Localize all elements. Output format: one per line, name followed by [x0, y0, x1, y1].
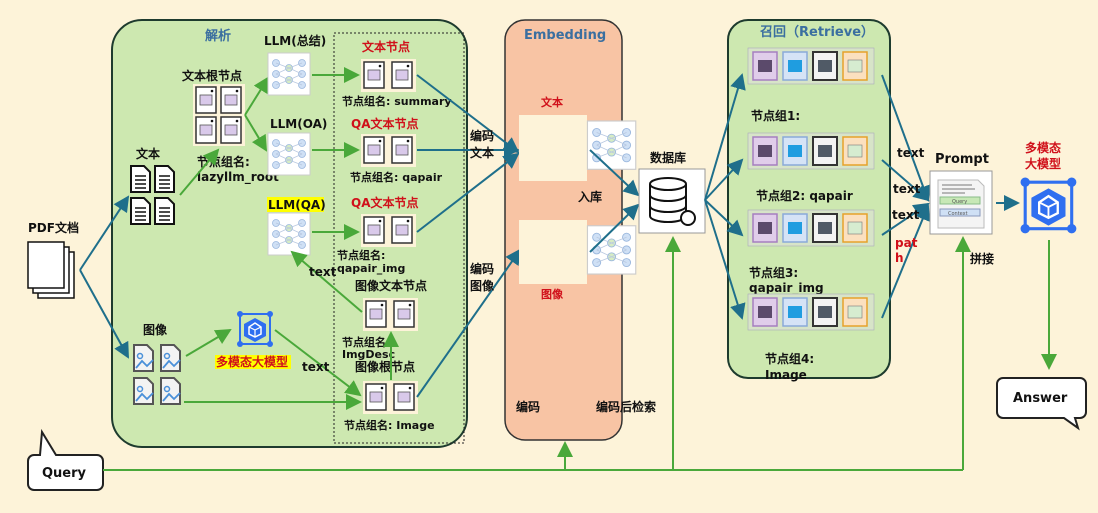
llm-summary-label: LLM(总结): [264, 33, 326, 48]
query-box[interactable]: [27, 428, 104, 491]
edge-g1-prompt: [881, 74, 931, 202]
qa-img-node-icon: [361, 214, 416, 247]
root-group-name: lazyllm_root: [197, 170, 279, 185]
llm-summary-icon: [267, 52, 311, 96]
store-label: 入库: [578, 189, 602, 204]
retrieve-group-4-sub: Image: [765, 368, 807, 382]
retrieve-group-2-label: 节点组2: qapair: [756, 188, 853, 203]
edge-t1-label: text: [897, 146, 925, 160]
edge-path-label-1: pat: [895, 236, 918, 250]
encode-label: 编码: [515, 399, 540, 414]
edge-g4-prompt: [881, 204, 931, 319]
edge-root-summary: [244, 76, 270, 116]
edge-root-qa: [244, 114, 268, 152]
edge-text-root: [179, 148, 220, 196]
retrieve-group-2-nodes: [747, 132, 875, 170]
qa-img-group-label: 节点组名:: [337, 248, 385, 262]
edge-mm-imgroot: [274, 329, 362, 397]
database-icon: [638, 168, 706, 234]
qa-img-node-title: QA文本节点: [351, 195, 419, 210]
edge-text-label-2: text: [302, 360, 330, 374]
pdf-label: PDF文档: [28, 220, 79, 235]
prompt-title: Prompt: [935, 152, 989, 167]
edge-summary-emb: [416, 74, 520, 154]
retrieve-group-4-label: 节点组4:: [765, 351, 814, 366]
emb-text-nn-icon: [586, 120, 637, 170]
retrieve-group-1-nodes: [747, 47, 875, 85]
img-text-node-title: 图像文本节点: [355, 278, 427, 293]
parse-title: 解析: [204, 28, 231, 44]
encode-text-2: 文本: [470, 145, 494, 160]
edge-db-g1: [704, 73, 746, 201]
qa-node-title: QA文本节点: [351, 116, 419, 131]
edge-t2-label: text: [893, 182, 921, 196]
img-text-group-name: ImgDesc: [342, 348, 395, 361]
edge-pdf-text: [79, 195, 130, 271]
retrieve-group-1-label: 节点组1:: [751, 108, 800, 123]
edge-db-g3: [704, 199, 744, 237]
edge-embtext-db: [589, 149, 640, 197]
summary-group: 节点组名: summary: [342, 94, 452, 108]
text-root-node-icon: [193, 84, 245, 146]
edge-path-label-2: h: [895, 251, 904, 265]
query-label[interactable]: Query: [42, 466, 87, 481]
edge-image-mm: [185, 328, 232, 357]
qa-node-icon: [361, 134, 416, 167]
edge-imgtext-llmqa: [290, 250, 363, 313]
img-root-group: 节点组名: Image: [344, 418, 435, 432]
img-text-group-label: 节点组名:: [342, 335, 390, 349]
answer-box: [996, 377, 1087, 431]
llm-label-2: 大模型: [1025, 156, 1061, 171]
emb-text-label: 文本: [541, 95, 563, 109]
img-root-node-title: 图像根节点: [355, 359, 415, 374]
node-group-dotted-box: [333, 32, 465, 444]
emb-image-nn-icon: [586, 225, 637, 275]
emb-image-label: 图像: [541, 287, 564, 301]
edge-db-g4: [704, 199, 746, 320]
embedding-title: Embedding: [524, 28, 606, 43]
retrieve-panel: [727, 19, 891, 379]
prompt-context-slot: Context: [948, 211, 968, 217]
qa-group: 节点组名: qapair: [350, 170, 443, 184]
retrieve-group-3-sub: qapair_img: [749, 281, 824, 296]
edge-db-g2: [704, 158, 744, 201]
edge-g2-prompt: [881, 159, 930, 202]
edge-embimg-db: [589, 203, 640, 253]
mm-model-label: 多模态大模型: [216, 354, 288, 369]
llm-label-1: 多模态: [1025, 140, 1061, 155]
text-label: 文本: [136, 146, 160, 161]
edge-t3-label: text: [892, 208, 920, 222]
edge-pdf-image: [79, 269, 129, 359]
llm-qa-label: LLM(OA): [270, 117, 327, 131]
img-text-node-icon: [363, 298, 418, 331]
retrieve-group-3-nodes: [747, 209, 875, 247]
encode-text-1: 编码: [469, 128, 494, 143]
pdf-icon: [27, 241, 75, 299]
edge-imgroot-emb: [416, 248, 522, 398]
qa-img-group-name: qapair_img: [337, 262, 405, 275]
summary-node-icon: [361, 59, 416, 92]
retrieve-group-4-nodes: [747, 293, 875, 331]
image-label: 图像: [143, 322, 168, 337]
summary-node-title: 文本节点: [362, 39, 410, 54]
prompt-query-slot: Query: [952, 199, 967, 205]
llm-qa-icon: [267, 132, 311, 176]
encode-image-2: 图像: [470, 278, 495, 293]
edge-qaimg-emb: [416, 152, 520, 233]
img-root-node-icon: [363, 381, 418, 414]
retrieve-group-3-label: 节点组3:: [749, 265, 798, 280]
llm-qa-img-label: LLM(QA): [268, 198, 326, 212]
encode-retrieve-label: 编码后检索: [595, 399, 656, 414]
text-root-title: 文本根节点: [182, 68, 242, 83]
concat-label: 拼接: [970, 251, 994, 266]
mm-model-icon: [1018, 176, 1078, 235]
retrieve-title: 召回（Retrieve）: [760, 24, 874, 40]
answer-label: Answer: [1013, 391, 1068, 406]
database-label: 数据库: [650, 150, 686, 165]
encode-image-1: 编码: [469, 261, 494, 276]
edge-text-label-1: text: [309, 265, 337, 279]
llm-qa-img-icon: [267, 212, 311, 256]
